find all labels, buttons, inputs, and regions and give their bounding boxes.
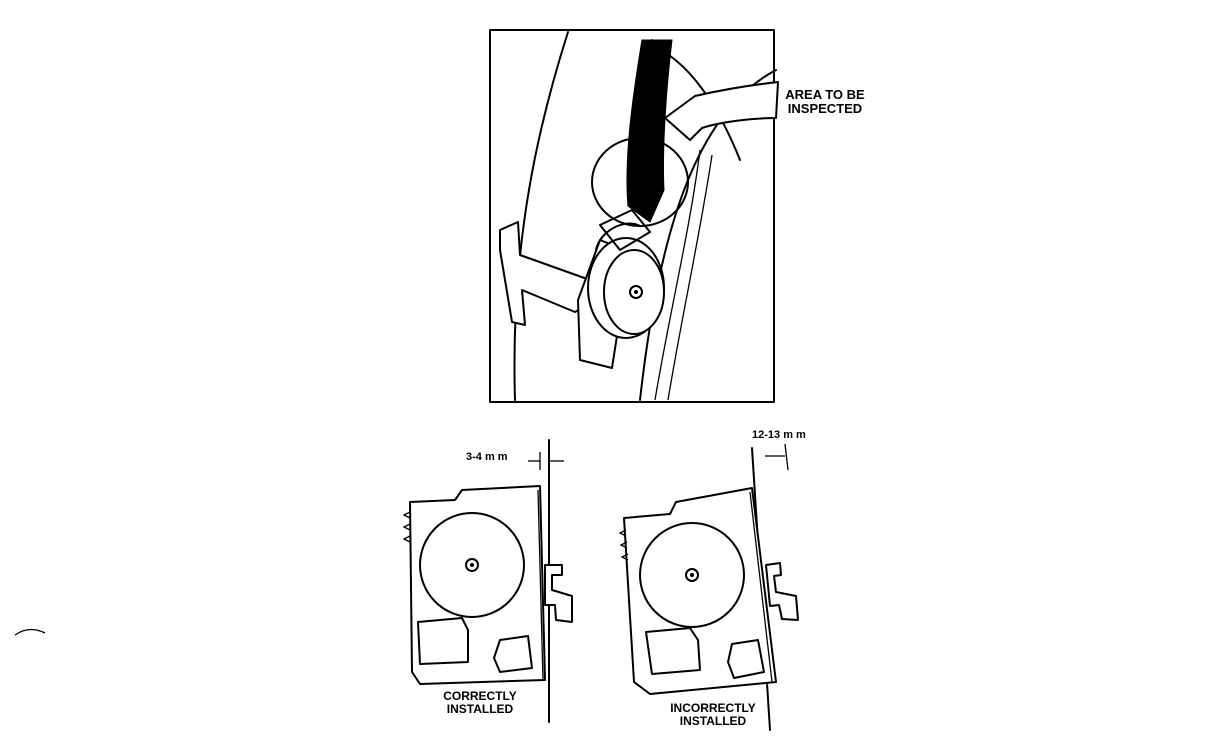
retractor-edge-incorrect [749,491,773,683]
cutout-left-correct [417,617,469,665]
correct-gap-dimension: 3-4 m m [466,451,508,463]
retractor-lock-housing [595,209,651,251]
pillar-trim-edge-2 [667,154,713,401]
retractor-bracket [499,221,597,326]
cutout-right-incorrect [727,639,765,679]
pillar-trim-edge [654,149,701,401]
stray-mark [14,628,46,636]
spool-pin-incorrect [690,573,694,577]
illustration-frame [489,29,775,403]
cutout-right-correct [493,635,533,673]
spool-hub-incorrect [685,568,699,582]
pillar-trim-outer [513,31,569,401]
mount-tab-incorrect [765,562,799,621]
correctly-installed-caption: CORRECTLY INSTALLED [443,689,517,716]
spool-pin-correct [470,563,474,567]
webbing-edge [651,39,657,81]
seat-belt-webbing [626,39,673,223]
retractor-spool-pin [634,290,638,294]
incorrectly-installed-caption: INCORRECTLY INSTALLED [670,701,756,728]
spool-circle-correct [419,512,525,618]
edge-teeth-correct [402,511,411,543]
retractor-spool-hub [629,285,643,299]
retractor-edge-correct [537,489,544,681]
incorrect-installation-diagram [618,443,799,731]
spool-circle-incorrect [639,522,745,628]
dim-tick-right [784,443,789,471]
correct-installation-diagram [402,439,573,723]
edge-teeth-incorrect [618,529,629,561]
retractor-illustration [489,29,779,403]
spool-hub-correct [465,558,479,572]
incorrect-gap-dimension: 12-13 m m [752,429,806,441]
mount-tab-correct [544,564,573,623]
area-to-be-inspected-label: AREA TO BE INSPECTED [785,87,865,116]
callout-arrow [664,81,779,141]
cutout-left-incorrect [645,627,701,675]
